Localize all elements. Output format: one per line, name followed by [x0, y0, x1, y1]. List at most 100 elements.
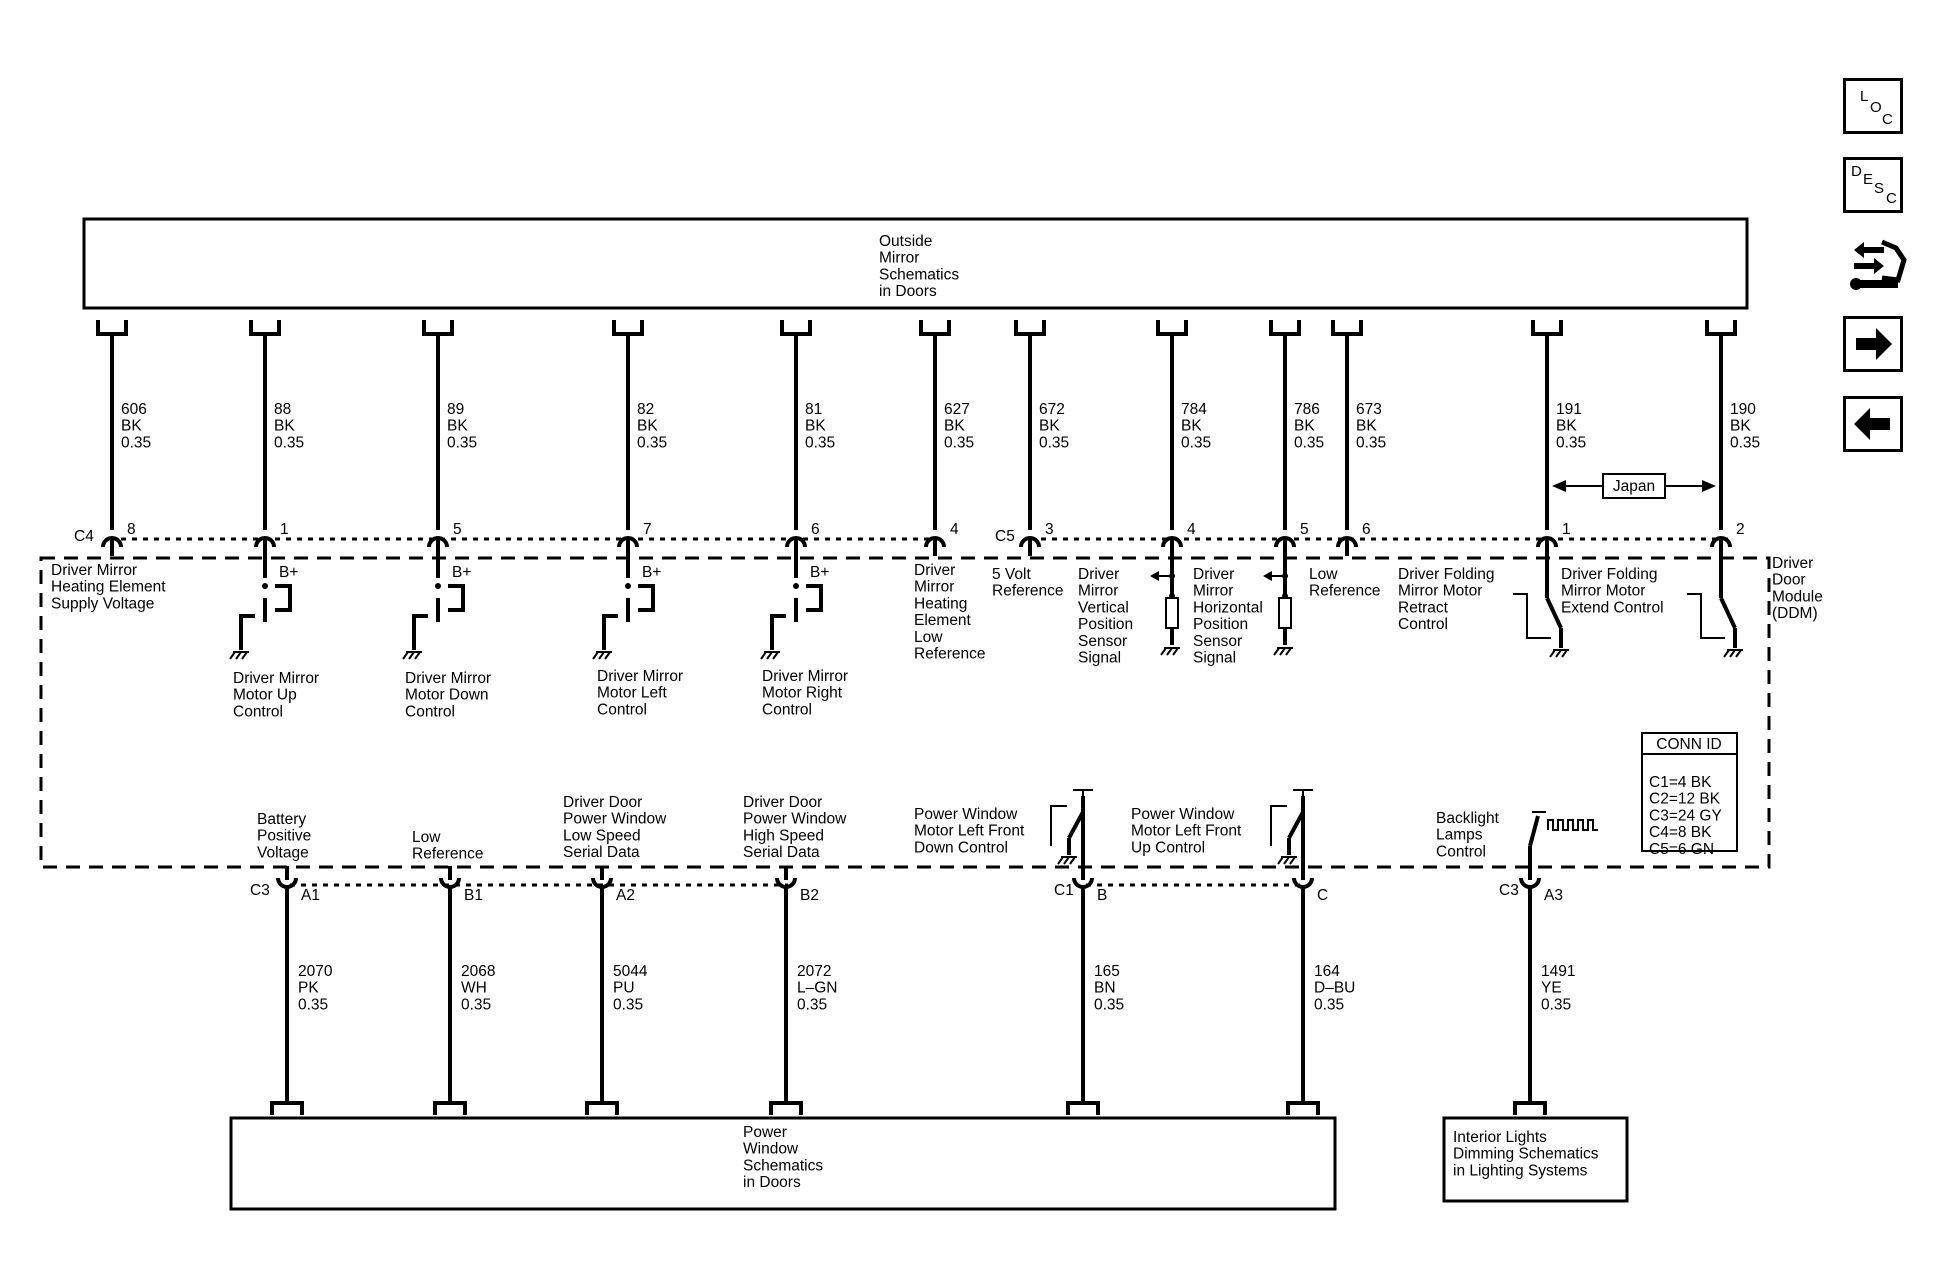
text-line: Horizontal: [1193, 599, 1263, 616]
text-line: Motor Left: [597, 685, 667, 702]
resistor: [1165, 597, 1179, 629]
loc-button[interactable]: L O C: [1843, 78, 1903, 134]
wire-terminal: [433, 1101, 467, 1115]
text-line: Mirror Motor: [1398, 583, 1482, 600]
bplus-leg: [448, 584, 465, 612]
text-line: 0.35: [447, 434, 477, 451]
text-line: Control: [762, 701, 812, 718]
text-line: BK: [805, 418, 826, 435]
text-line: Power Window: [914, 806, 1018, 823]
bplus-leg: [806, 584, 823, 612]
ground-hatch: [1279, 647, 1286, 656]
text-line: 190: [1730, 401, 1756, 418]
text-line: Control: [405, 703, 455, 720]
text-line: Dimming Schematics: [1453, 1146, 1599, 1163]
text-line: Power Window: [1131, 806, 1235, 823]
interior-lights-box[interactable]: [1442, 1116, 1629, 1203]
text-line: 0.35: [1314, 996, 1344, 1013]
power-window-box[interactable]: [229, 1116, 1337, 1211]
desc-letter-s: S: [1874, 180, 1885, 197]
text-line: Low Speed: [563, 827, 641, 844]
text-line: BK: [944, 418, 965, 435]
ground-hatch: [1549, 649, 1556, 658]
text-line: Power Window: [563, 811, 667, 828]
text-line: C2=12 BK: [1649, 791, 1721, 808]
wire-terminal: [1513, 1101, 1547, 1115]
text-line: Schematics: [743, 1157, 823, 1174]
wire-terminal: [1331, 320, 1363, 336]
text-line: YE: [1541, 980, 1562, 997]
text-line: Driver: [1078, 566, 1119, 583]
junction-dot: [625, 583, 631, 589]
resistor: [1278, 597, 1292, 629]
loc-letter-c: C: [1882, 111, 1893, 128]
outside-mirror-box[interactable]: [82, 217, 1749, 310]
text-line: Power: [743, 1124, 787, 1141]
text-line: Driver Mirror: [597, 668, 683, 685]
text-line: in Doors: [879, 283, 937, 300]
wire-terminal: [1531, 320, 1563, 336]
bplus-label: B+: [810, 564, 829, 581]
ground-symbol: [592, 651, 612, 660]
previous-button[interactable]: [1843, 396, 1903, 452]
ground-hatch: [241, 651, 248, 660]
connector-c5-label: C5: [995, 528, 1015, 545]
motor-switch-2: B+: [402, 556, 471, 660]
text-line: 5 Volt: [992, 566, 1031, 583]
text-line: 0.35: [805, 434, 835, 451]
relay-link: [1687, 593, 1725, 639]
ground-symbol: [1273, 647, 1293, 656]
pin-contact: [1519, 877, 1541, 889]
text-line: Driver Mirror: [51, 562, 137, 579]
window-switch-2: [1270, 789, 1313, 866]
connector-c4-label: C4: [74, 528, 94, 545]
ground-hatch: [1555, 649, 1562, 658]
text-line: 0.35: [1181, 434, 1211, 451]
motor-switch-1: B+: [229, 556, 298, 660]
text-line: in Doors: [743, 1174, 801, 1191]
pin-number: B: [1097, 887, 1107, 904]
next-button[interactable]: [1843, 316, 1903, 372]
text-line: 784: [1181, 401, 1207, 418]
text-line: 2070: [298, 963, 333, 980]
ground-hatch: [1735, 649, 1742, 658]
window-switch-1: [1050, 789, 1093, 866]
pin-number: 1: [1562, 521, 1571, 538]
desc-button[interactable]: D E S C: [1843, 157, 1903, 213]
text-line: Driver Mirror: [405, 670, 491, 687]
text-line: Interior Lights: [1453, 1129, 1547, 1146]
text-line: BK: [1181, 418, 1202, 435]
text-line: Low: [914, 629, 943, 646]
connector-c1-label: C1: [1054, 882, 1074, 899]
pin-number: 2: [1736, 521, 1745, 538]
sensor-circuit-1: [1150, 556, 1180, 656]
bplus-leg: [275, 584, 292, 612]
text-line: Low: [412, 829, 441, 846]
arrow-right-icon: [1856, 328, 1892, 360]
connector-end-view-button[interactable]: [1846, 236, 1908, 298]
ground-symbol: [1723, 649, 1743, 658]
text-line: Battery: [257, 811, 306, 828]
ground-leg: [602, 614, 618, 650]
text-line: 0.35: [121, 434, 151, 451]
ground-hatch: [1273, 647, 1280, 656]
text-line: L–GN: [797, 980, 838, 997]
junction-dot: [793, 583, 799, 589]
text-line: BK: [447, 418, 468, 435]
